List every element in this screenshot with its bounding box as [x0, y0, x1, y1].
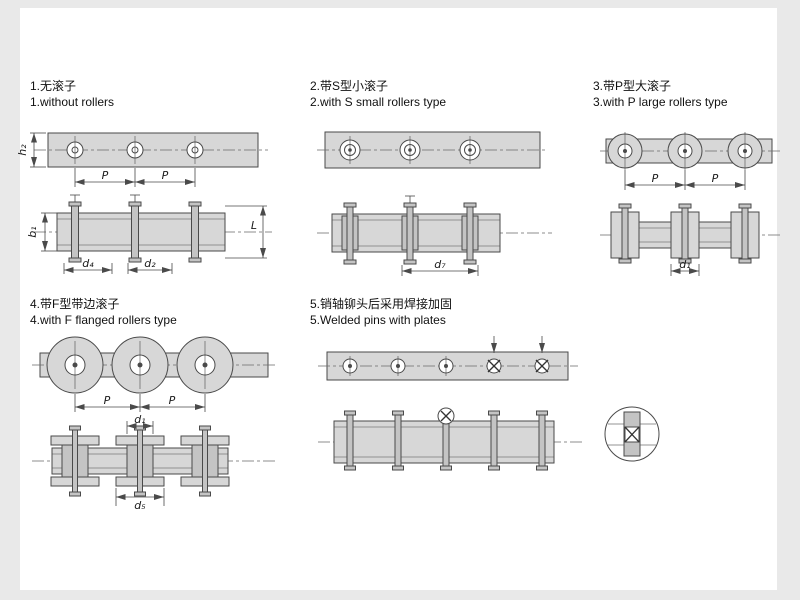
s1-dim-p2-label: P — [162, 169, 169, 182]
s4-dim-d5-label: d₅ — [134, 499, 145, 512]
s4-flanged-roller-3 — [180, 425, 230, 497]
section-2: 2.带S型小滚子 2.with S small rollers type — [310, 78, 552, 276]
s3-elevation-view: d₁ — [600, 203, 780, 276]
s1-dim-h2: h₂ — [16, 132, 46, 168]
s4-dim-d1-label: d₁ — [134, 413, 145, 426]
s4-elevation-view: d₁ d₅ — [32, 413, 276, 512]
s3-dim-d1: d₁ — [670, 258, 700, 276]
s5-welded-pin-1 — [486, 336, 502, 374]
s2-elevation-view: d₇ — [317, 195, 552, 276]
s2-plan-view — [317, 131, 548, 169]
s1-pin-3 — [188, 201, 202, 263]
s4-flanged-roller-1 — [50, 425, 100, 497]
s3-dim-pitch: P P — [624, 170, 746, 190]
s1-pin-1 — [68, 194, 82, 263]
s4-dim-p1-label: P — [104, 394, 111, 407]
s5-welded-pin-2 — [534, 336, 550, 374]
section-5: 5.销轴铆头后采用焊接加固 5.Welded pins with plates — [310, 296, 660, 471]
s2-roller-1 — [339, 136, 361, 164]
s3-plan-view: P P — [600, 132, 780, 190]
s5-weld-detail-view — [604, 406, 660, 462]
s1-dim-d2-label: d₂ — [144, 257, 156, 270]
s3-roller-3 — [727, 132, 763, 170]
s3-roller-1 — [607, 132, 643, 170]
s1-dim-b1-label: b₁ — [26, 226, 39, 237]
s5-title-en: 5.Welded pins with plates — [310, 313, 446, 327]
s4-roller-2 — [111, 336, 169, 394]
s2-pin-2 — [403, 195, 417, 265]
s3-dim-p2-label: P — [712, 172, 719, 185]
s5-pin-1 — [344, 410, 356, 471]
section-1: 1.无滚子 1.without rollers h₂ — [16, 78, 272, 274]
s4-title-zh: 4.带F型带边滚子 — [30, 296, 119, 311]
s3-title-en: 3.with P large rollers type — [593, 95, 728, 109]
s4-plan-view: P P — [32, 336, 276, 412]
s4-dim-d1: d₁ — [126, 413, 154, 434]
section-4: 4.带F型带边滚子 4.with F flanged rollers type — [30, 296, 276, 512]
s1-hole-2 — [126, 136, 144, 164]
s1-dim-p1-label: P — [102, 169, 109, 182]
s5-elevation-view — [318, 407, 585, 471]
s2-title-zh: 2.带S型小滚子 — [310, 78, 388, 93]
s2-dim-d7-label: d₇ — [434, 258, 446, 271]
s1-dim-d2: d₂ — [127, 257, 173, 274]
s1-dim-d4: d₄ — [63, 257, 113, 274]
s5-pin-3 — [437, 407, 455, 471]
s2-pin-3 — [463, 202, 477, 265]
s1-elevation-view: b₁ d₄ d₂ L — [26, 194, 272, 274]
s4-dim-p2-label: P — [169, 394, 176, 407]
s3-pin-2 — [678, 203, 692, 264]
s1-title-en: 1.without rollers — [30, 95, 114, 109]
s2-roller-2 — [399, 136, 421, 164]
s1-title-zh: 1.无滚子 — [30, 78, 76, 93]
s4-roller-1 — [46, 336, 104, 394]
s5-pin-5 — [536, 410, 548, 471]
s2-pin-1 — [343, 202, 357, 265]
s4-dim-d5: d₅ — [115, 488, 165, 512]
s2-title-en: 2.with S small rollers type — [310, 95, 446, 109]
s5-hole-3 — [438, 356, 454, 376]
s1-dim-pitch: P P — [74, 168, 196, 187]
s4-roller-3 — [176, 336, 234, 394]
s5-hole-2 — [390, 356, 406, 376]
s1-dim-L-label: L — [251, 219, 257, 232]
section-3: 3.带P型大滚子 3.with P large rollers type — [593, 78, 780, 276]
s5-hole-1 — [342, 356, 358, 376]
s2-dim-d7: d₇ — [401, 258, 479, 276]
s1-plan-view: h₂ P P — [16, 132, 268, 187]
s1-dim-b1: b₁ — [26, 212, 57, 252]
s3-dim-p1-label: P — [652, 172, 659, 185]
s3-roller-2 — [667, 132, 703, 170]
s5-title-zh: 5.销轴铆头后采用焊接加固 — [310, 296, 452, 311]
s2-roller-3 — [459, 136, 481, 164]
s3-title-zh: 3.带P型大滚子 — [593, 78, 671, 93]
s4-title-en: 4.with F flanged rollers type — [30, 313, 177, 327]
s1-hole-3 — [186, 136, 204, 164]
s5-pin-4 — [488, 410, 500, 471]
s3-dim-d1-label: d₁ — [679, 258, 690, 271]
s5-pin-2 — [392, 410, 404, 471]
s1-dim-L: L — [225, 205, 267, 259]
s1-dim-h2-label: h₂ — [16, 144, 29, 156]
s4-dim-pitch: P P — [74, 394, 206, 412]
s1-pin-2 — [128, 194, 142, 263]
s3-pin-3 — [738, 203, 752, 264]
s5-plan-view — [318, 336, 578, 381]
s1-hole-1 — [66, 136, 84, 164]
content-panel — [20, 8, 777, 590]
s3-pin-1 — [618, 203, 632, 264]
s1-dim-d4-label: d₄ — [82, 257, 94, 270]
